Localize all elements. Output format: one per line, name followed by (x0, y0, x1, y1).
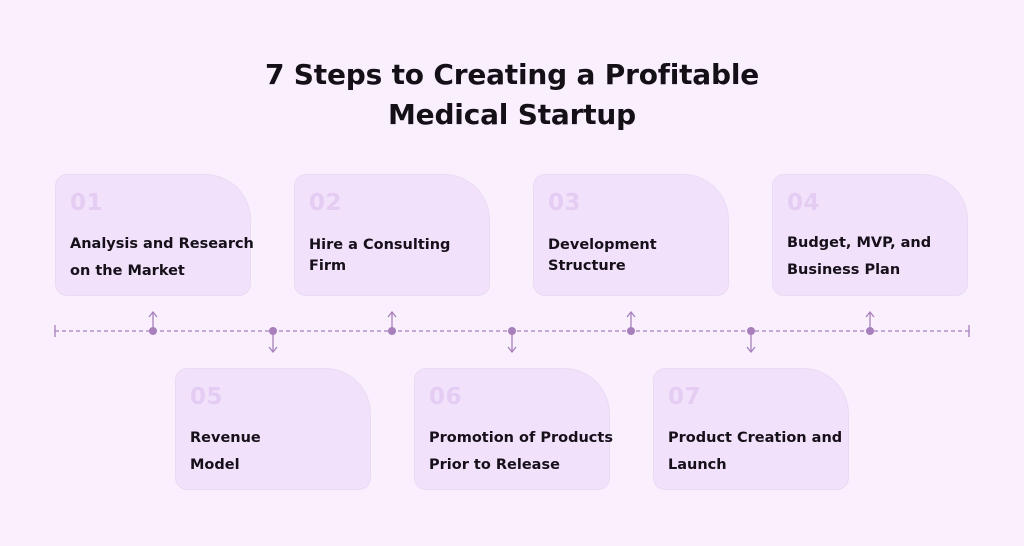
timeline-dot-07 (747, 327, 755, 335)
connector-up-02 (387, 310, 397, 327)
step-number: 05 (190, 384, 224, 410)
title-line-2: Medical Startup (388, 98, 636, 131)
connector-down-05 (268, 335, 278, 354)
timeline-dot-04 (866, 327, 874, 335)
connector-up-04 (865, 310, 875, 327)
step-label-line: Analysis and Research (70, 236, 254, 252)
title-line-1: 7 Steps to Creating a Profitable (264, 58, 760, 91)
step-label-line: on the Market (70, 263, 185, 279)
step-label: Product Creation and Launch (668, 425, 848, 479)
step-card-07: 07 Product Creation and Launch (653, 368, 849, 490)
step-label-line: Structure (548, 258, 626, 274)
step-number: 04 (787, 190, 821, 216)
timeline-dot-03 (627, 327, 635, 335)
step-label-line: Revenue (190, 430, 261, 446)
step-label-line: Promotion of Products (429, 430, 613, 446)
timeline-dot-06 (508, 327, 516, 335)
step-card-02: 02 Hire a Consulting Firm (294, 174, 490, 296)
step-label: Revenue Model (190, 425, 370, 479)
timeline-dot-05 (269, 327, 277, 335)
step-label-line: Product Creation and (668, 430, 843, 446)
step-card-03: 03 Development Structure (533, 174, 729, 296)
step-label: Hire a Consulting Firm (309, 235, 489, 277)
step-label-line: Development (548, 237, 657, 253)
step-label: Budget, MVP, and Business Plan (787, 230, 967, 284)
step-number: 07 (668, 384, 702, 410)
step-card-05: 05 Revenue Model (175, 368, 371, 490)
step-label-line: Prior to Release (429, 457, 560, 473)
step-card-04: 04 Budget, MVP, and Business Plan (772, 174, 968, 296)
step-number: 02 (309, 190, 343, 216)
connector-up-01 (148, 310, 158, 327)
step-label-line: Model (190, 457, 240, 473)
page-title: 7 Steps to Creating a Profitable Medical… (0, 55, 1024, 135)
step-number: 01 (70, 190, 104, 216)
timeline-dot-02 (388, 327, 396, 335)
step-label-line: Hire a Consulting (309, 237, 451, 253)
step-card-06: 06 Promotion of Products Prior to Releas… (414, 368, 613, 490)
step-label-line: Business Plan (787, 262, 901, 278)
step-number: 03 (548, 190, 582, 216)
step-label-line: Budget, MVP, and (787, 235, 932, 251)
step-number: 06 (429, 384, 463, 410)
step-label-line: Firm (309, 258, 347, 274)
step-label: Development Structure (548, 235, 728, 277)
timeline-dot-01 (149, 327, 157, 335)
connector-up-03 (626, 310, 636, 327)
connector-down-06 (507, 335, 517, 354)
connector-down-07 (746, 335, 756, 354)
step-card-01: 01 Analysis and Research on the Market (55, 174, 254, 296)
step-label: Analysis and Research on the Market (70, 231, 254, 285)
step-label-line: Launch (668, 457, 727, 473)
step-label: Promotion of Products Prior to Release (429, 425, 613, 479)
